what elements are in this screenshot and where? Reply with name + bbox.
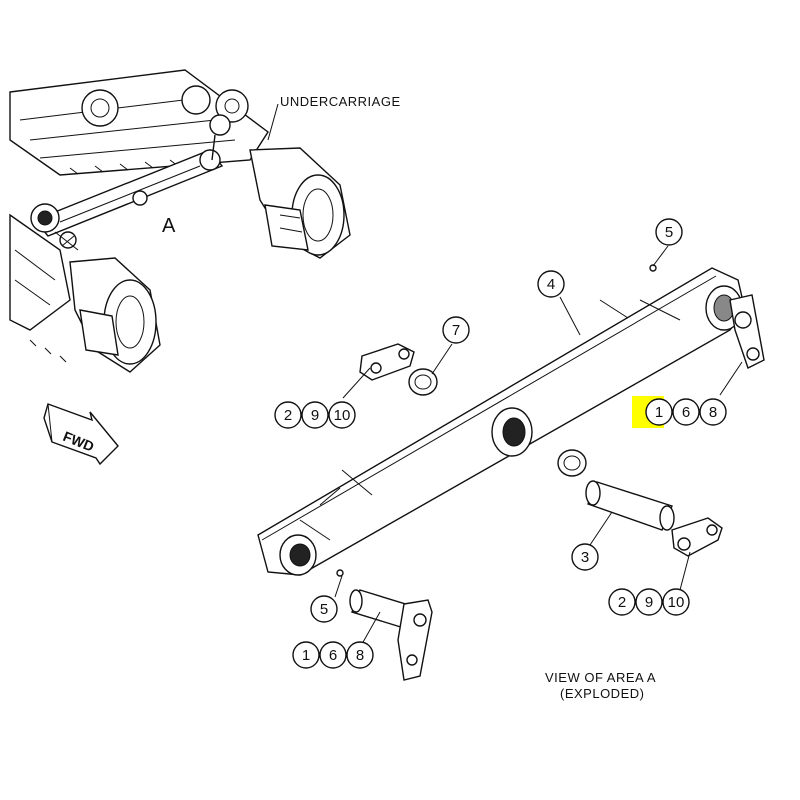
callout-group-left: 2 9 10 xyxy=(274,401,356,429)
callout-text: 10 xyxy=(668,594,685,611)
callout-text: 8 xyxy=(709,404,717,421)
bottom-pin-plate xyxy=(349,589,433,681)
callout-text: 2 xyxy=(618,594,626,611)
callout-text: 10 xyxy=(334,407,351,424)
callout-text: 6 xyxy=(329,647,337,664)
leader-lines xyxy=(334,245,743,645)
pin-3 xyxy=(585,480,675,531)
callout-5-top: 5 xyxy=(655,218,683,246)
right-end-plate xyxy=(729,294,765,369)
washer-7 xyxy=(408,368,438,396)
callout-5-bottom: 5 xyxy=(310,595,338,623)
callout-7-text: 7 xyxy=(452,322,460,339)
bolt-5-bottom xyxy=(336,569,344,577)
fwd-arrow: FWD xyxy=(43,403,119,466)
undercarriage-label: UNDERCARRIAGE xyxy=(280,94,401,109)
highlighted-callout-1 xyxy=(645,398,673,426)
view-caption-line1: VIEW OF AREA A xyxy=(545,670,656,685)
callout-4-text: 4 xyxy=(547,276,555,293)
callout-text: 1 xyxy=(302,647,310,664)
upper-left-plate xyxy=(359,343,415,381)
callout-text: 9 xyxy=(645,594,653,611)
callout-text: 2 xyxy=(284,407,292,424)
callout-4: 4 xyxy=(537,270,565,298)
washer-center xyxy=(557,449,587,477)
callout-7: 7 xyxy=(442,316,470,344)
area-a-label: A xyxy=(162,215,176,237)
callout-3: 3 xyxy=(571,543,599,571)
equalizer-bar xyxy=(257,267,746,576)
callout-5-bottom-text: 5 xyxy=(320,601,328,618)
callout-text: 6 xyxy=(682,404,690,421)
callout-text: 8 xyxy=(356,647,364,664)
callout-group-right-upper: 1 6 8 xyxy=(645,398,727,426)
bolt-5-top xyxy=(649,264,657,272)
view-caption-line2: (EXPLODED) xyxy=(560,686,644,701)
lower-right-plate xyxy=(671,517,723,557)
callout-text: 9 xyxy=(311,407,319,424)
callout-3-text: 3 xyxy=(581,549,589,566)
callout-5-top-text: 5 xyxy=(665,224,673,241)
callout-group-bottom-left: 1 6 8 xyxy=(292,641,374,669)
undercarriage-overview: UNDERCARRIAGE A xyxy=(9,69,401,373)
callout-text: 1 xyxy=(655,404,663,421)
callout-group-right-lower: 2 9 10 xyxy=(608,588,690,616)
